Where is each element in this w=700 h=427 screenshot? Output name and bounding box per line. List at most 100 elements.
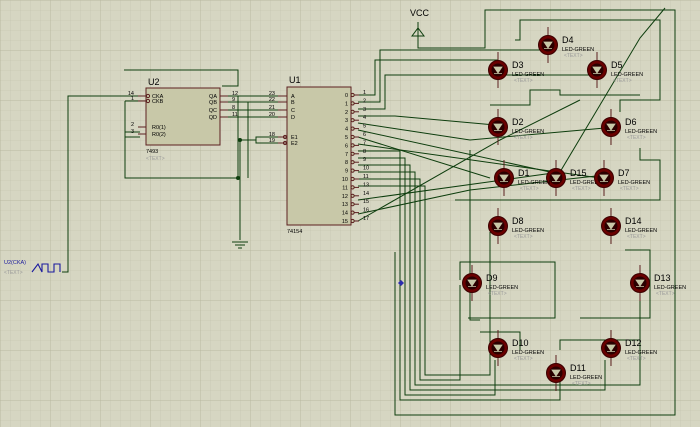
diode-symbol-icon: [606, 344, 616, 352]
led-text-placeholder: <TEXT>: [627, 135, 646, 141]
led-ref: D5: [611, 60, 623, 70]
u1-pin-name: 6: [345, 143, 348, 149]
u1-pin-number: 20: [269, 112, 275, 118]
u2-pin-number: 9: [232, 97, 235, 103]
led-ref: D2: [512, 117, 524, 127]
u1-pin-number: 16: [363, 208, 369, 214]
led-text-placeholder: <TEXT>: [627, 234, 646, 240]
u1-pin-number: 15: [363, 199, 369, 205]
u1-output-bubble: [350, 92, 355, 98]
u1-pin-number: 2: [363, 98, 366, 104]
led-ref: D12: [625, 338, 642, 348]
u1-output-bubble: [350, 143, 355, 148]
u1-pin-number: 3: [363, 107, 366, 113]
u1-pin-number: 14: [363, 191, 369, 197]
diode-symbol-icon: [543, 41, 553, 49]
led-text-placeholder: <TEXT>: [520, 186, 539, 192]
u1-pin-name: 3: [345, 118, 348, 124]
u2-pin-name: CKB: [152, 99, 164, 105]
diode-symbol-icon: [606, 123, 616, 131]
u1-pin-name: E2: [291, 141, 298, 147]
u1-pin-number: 10: [363, 166, 369, 172]
probe-marker[interactable]: [398, 280, 404, 286]
wires: [62, 7, 676, 416]
u1-pin-name: 4: [345, 127, 348, 133]
u1-output-bubble: [350, 168, 355, 173]
led-part: LED-GREEN: [625, 228, 657, 234]
u2-pin-name: CKA: [152, 94, 164, 100]
u1-pin-number: 11: [363, 174, 369, 180]
u2-pin-number: 1: [131, 96, 134, 102]
u1-output-bubble: [350, 101, 355, 106]
led-text-placeholder: <TEXT>: [627, 356, 646, 362]
u2-body: [145, 87, 221, 146]
u1-output-bubble: [350, 126, 355, 131]
led-ref: D8: [512, 216, 524, 226]
led-text-placeholder: <TEXT>: [514, 356, 533, 362]
u1-enable-bubble: [282, 134, 288, 140]
u1-pin-number: 6: [363, 132, 366, 138]
led-text-placeholder: <TEXT>: [514, 135, 533, 141]
u2-pin-number: 11: [232, 112, 238, 118]
led-ref: D6: [625, 117, 637, 127]
u1-output-bubble: [350, 151, 355, 156]
diode-symbol-icon: [551, 369, 561, 377]
u2-pin-number: 3: [131, 129, 134, 135]
led-text-placeholder: <TEXT>: [514, 78, 533, 84]
u1-pin-number: 8: [363, 149, 366, 155]
u2-text-placeholder: <TEXT>: [146, 156, 165, 162]
u1-pin-name: C: [291, 108, 295, 114]
junction-dot: [236, 176, 240, 180]
led-text-placeholder: <TEXT>: [572, 186, 591, 192]
led-ref: D4: [562, 35, 574, 45]
clock-source[interactable]: U2(CKA) <TEXT>: [4, 260, 61, 276]
led-ref: D13: [654, 273, 671, 283]
clock-label: U2(CKA): [4, 260, 26, 266]
u1-pin-number: 21: [269, 105, 275, 111]
led-part: LED-GREEN: [654, 285, 686, 291]
led-part: LED-GREEN: [512, 72, 544, 78]
u1-pin-name: 5: [345, 135, 348, 141]
led-part: LED-GREEN: [625, 129, 657, 135]
u2-clock-bubble: [145, 98, 151, 104]
diode-symbol-icon: [606, 222, 616, 230]
led-part: LED-GREEN: [625, 350, 657, 356]
diode-symbol-icon: [592, 66, 602, 74]
u1-output-bubble: [350, 218, 355, 224]
u2-pin-name: QA: [209, 94, 217, 100]
u1-body: [286, 86, 352, 226]
led-part: LED-GREEN: [618, 180, 650, 186]
u2-pin-name: R0(2): [152, 132, 166, 138]
u1-pin-name: 14: [342, 211, 348, 217]
led-part: LED-GREEN: [512, 228, 544, 234]
diode-symbol-icon: [467, 279, 477, 287]
u1-pin-number: 9: [363, 157, 366, 163]
u1-pin-name: B: [291, 100, 295, 106]
u1-output-bubble: [350, 202, 355, 207]
u1-pin-name: 0: [345, 93, 348, 99]
u1-pin-name: 1: [345, 101, 348, 107]
u1-pin-name: 10: [342, 177, 348, 183]
led-ref: D14: [625, 216, 642, 226]
u1-pin-number: 1: [363, 90, 366, 96]
led-ref: D10: [512, 338, 529, 348]
diode-symbol-icon: [499, 174, 509, 182]
